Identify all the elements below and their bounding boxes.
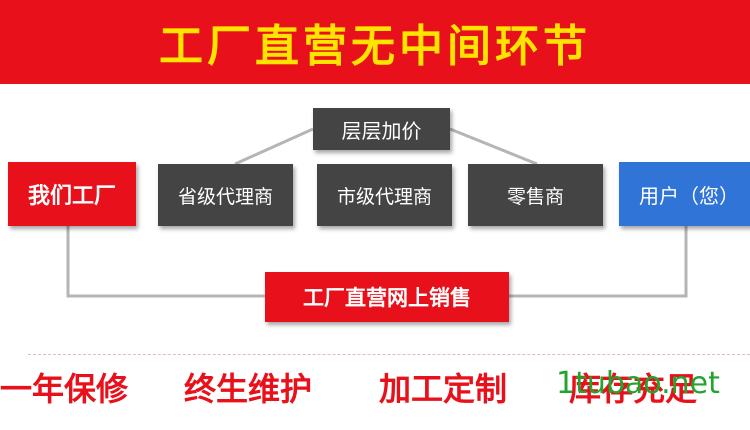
direct-line-left	[66, 226, 265, 298]
user-box: 用户（您）	[619, 162, 750, 226]
banner-title: 工厂直营无中间环节	[159, 21, 591, 72]
feature-warranty: 一年保修	[0, 370, 129, 408]
feature-maintenance: 终生维护	[184, 370, 313, 408]
direct-line-right	[509, 226, 688, 298]
markup-line-right	[449, 127, 538, 166]
markup-label: 层层加价	[313, 108, 450, 150]
provincial-agent-text: 省级代理商	[177, 185, 273, 208]
factory-box: 我们工厂	[8, 162, 136, 226]
feature-stock: 库存充足	[569, 370, 698, 408]
divider	[28, 354, 750, 355]
features-row: 一年保修 终生维护 加工定制 库存充足	[0, 364, 750, 412]
provincial-agent-box: 省级代理商	[158, 164, 293, 226]
direct-sales-box: 工厂直营网上销售	[265, 272, 509, 322]
markup-line-left	[234, 127, 314, 166]
retailer-text: 零售商	[506, 185, 564, 208]
city-agent-text: 市级代理商	[336, 185, 432, 208]
retailer-box: 零售商	[468, 164, 603, 226]
factory-text: 我们工厂	[27, 184, 116, 209]
city-agent-box: 市级代理商	[317, 164, 452, 226]
user-text: 用户（您）	[639, 183, 739, 208]
direct-sales-text: 工厂直营网上销售	[303, 286, 471, 310]
markup-text: 层层加价	[341, 118, 422, 143]
feature-customization: 加工定制	[379, 370, 508, 408]
header-banner: 工厂直营无中间环节	[0, 0, 750, 84]
watermark: 1tubao.net	[556, 366, 720, 401]
